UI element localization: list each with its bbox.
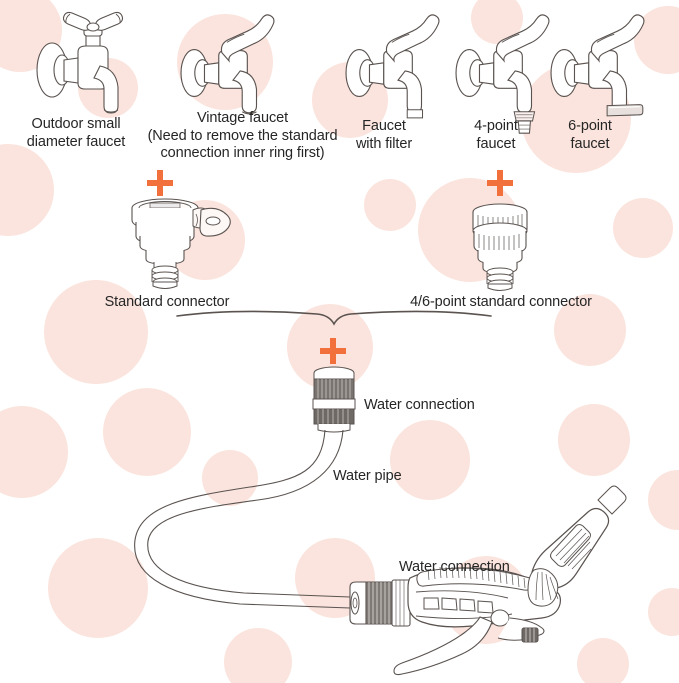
curly-brace-icon — [176, 310, 492, 326]
water-connection-bottom-label: Water connection — [399, 559, 510, 575]
flat-spout-faucet-icon — [550, 14, 645, 117]
water-pipe-label: Water pipe — [333, 468, 402, 484]
spray-gun-nozzle-icon — [349, 485, 627, 676]
connector-label-standard: Standard connector — [104, 294, 230, 310]
faucet-label-six-point: 6-point faucet — [568, 118, 612, 152]
threaded-connector-icon — [472, 203, 528, 291]
cross-handle-faucet-icon — [36, 11, 124, 114]
standard-connector-icon — [131, 198, 231, 289]
water-connection-top-label: Water connection — [364, 397, 475, 413]
plus-water-connection-icon — [320, 338, 346, 364]
faucet-label-faucet-with-filter: Faucet with filter — [355, 118, 413, 152]
faucet-label-outdoor-small-diameter: Outdoor small diameter faucet — [26, 116, 126, 150]
quick-coupler-icon — [312, 366, 356, 433]
connector-label-four-six-point-standard: 4/6-point standard connector — [410, 294, 592, 310]
faucet-with-filter-icon — [345, 14, 440, 119]
plus-standard-connector-icon — [147, 170, 173, 196]
lever-handle-faucet-icon — [180, 14, 275, 115]
plus-four-six-point-connector-icon — [487, 170, 513, 196]
water-hose-icon — [134, 429, 351, 609]
threaded-faucet-icon — [455, 14, 550, 134]
faucet-label-four-point: 4-point faucet — [474, 118, 518, 152]
faucet-label-vintage: Vintage faucet (Need to remove the stand… — [147, 110, 338, 162]
